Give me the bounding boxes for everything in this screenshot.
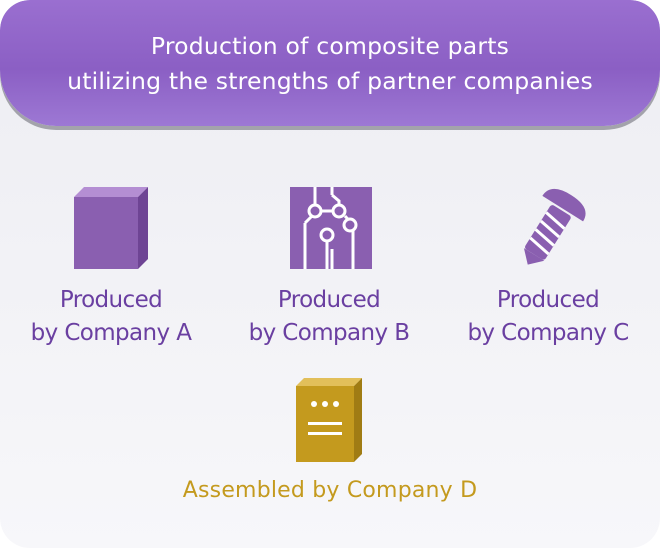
part-label-company-a: Produced by Company A (0, 284, 222, 350)
part-label-company-c-line-2: by Company C (467, 320, 629, 346)
part-label-company-a-line-2: by Company A (30, 320, 192, 346)
banner-title-line-1: Production of composite parts (150, 32, 510, 60)
screw-icon (514, 187, 586, 271)
part-label-company-b: Produced by Company B (222, 284, 436, 350)
assembly-label-company-d: Assembled by Company D (182, 478, 478, 503)
banner-title-line-2: utilizing the strengths of partner compa… (67, 67, 593, 95)
title-banner: Production of composite parts utilizing … (0, 0, 660, 126)
part-label-company-a-line-1: Produced (59, 287, 163, 313)
circuit-board-icon (290, 187, 372, 269)
part-label-company-c-line-1: Produced (496, 287, 600, 313)
part-label-company-b-line-1: Produced (277, 287, 381, 313)
part-label-company-c: Produced by Company C (436, 284, 660, 350)
assembled-unit-icon (292, 378, 366, 462)
box-icon (74, 187, 150, 269)
part-label-company-b-line-2: by Company B (248, 320, 410, 346)
